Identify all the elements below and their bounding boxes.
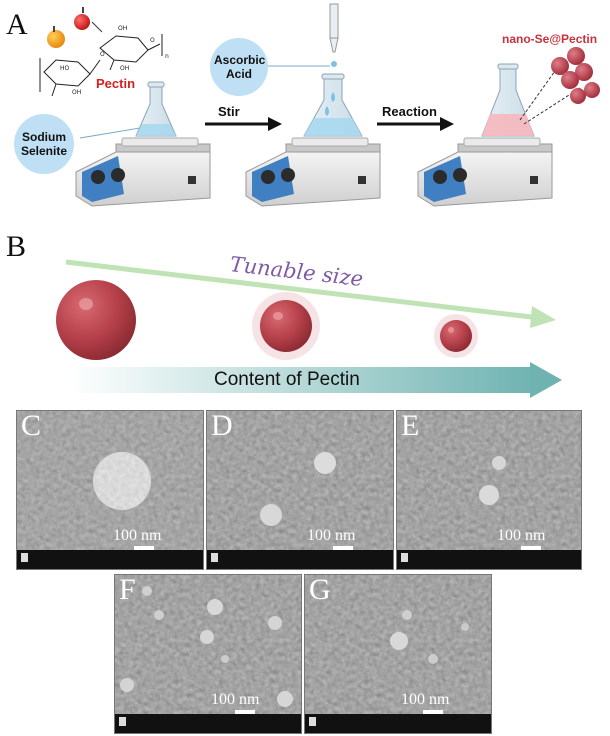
sodium-selenite-bubble: Sodium Selenite [14,114,74,174]
pectin-structure [39,34,163,97]
scale-bar-label-f: 100 nm [211,691,260,708]
arrow-reaction [377,117,454,131]
hotplate-3 [417,137,553,207]
scale-bar-label-g: 100 nm [401,691,450,708]
panel-a-scheme: HO OH OH OH O O n [39,3,600,207]
nanoparticle-cluster [551,47,600,104]
sem-panel-c: C 100 nm [16,410,204,570]
sem-panel-e: E 100 nm [396,410,582,570]
panel-letter-d: D [211,410,233,442]
stir-label: Stir [218,104,240,119]
scale-bar-label-c: 100 nm [113,527,162,544]
svg-text:HO: HO [60,65,70,72]
reaction-label: Reaction [382,104,437,119]
sem-panel-f: F 100 nm [114,574,302,734]
pectin-label: Pectin [96,76,136,91]
svg-text:O: O [100,51,105,58]
svg-text:OH: OH [120,65,129,72]
hotplate-1 [75,137,211,207]
flask-1 [135,81,177,137]
sodium-selenite-label: Sodium Selenite [20,130,68,158]
panel-letter-g: G [309,574,331,606]
ascorbic-acid-bubble: Ascorbic Acid [210,38,268,96]
particle-medium [252,292,320,360]
panel-letter-a: A [6,8,28,41]
pipette [329,3,339,67]
hotplate-2 [245,137,381,207]
content-of-pectin-label: Content of Pectin [214,369,360,390]
svg-text:O: O [150,37,155,44]
svg-text:OH: OH [118,25,127,32]
svg-text:OH: OH [72,89,81,96]
scale-bar-label-e: 100 nm [497,527,546,544]
selenite-ion-red [74,14,90,30]
product-label: nano-Se@Pectin [502,32,598,46]
selenite-ion-orange [47,30,65,48]
content-of-pectin-arrow [68,362,562,398]
svg-text:n: n [165,53,169,60]
particle-small [434,314,478,358]
ascorbic-acid-label: Ascorbic Acid [214,53,266,81]
flask-3 [481,63,535,137]
sem-panel-g: G 100 nm [304,574,492,734]
flask-2 [303,73,363,137]
scale-bar-label-d: 100 nm [307,527,356,544]
arrow-stir [205,117,282,131]
panel-letter-e: E [401,410,420,442]
sem-panel-d: D 100 nm [206,410,394,570]
panel-b-scheme [56,259,562,398]
particle-large [56,280,136,360]
panel-letter-f: F [119,574,136,606]
panel-letter-b: B [6,230,27,263]
panel-letter-c: C [21,410,42,442]
tunable-size-arrow [65,259,556,328]
